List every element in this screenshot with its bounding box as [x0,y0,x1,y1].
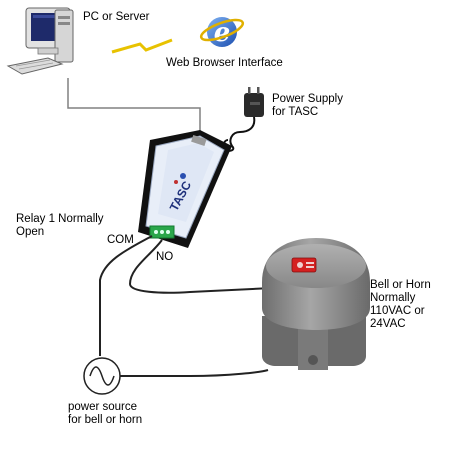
web-browser-icon: e [199,17,245,48]
tasc-device-icon: TASC [138,130,232,248]
power-source-label: power source for bell or horn [68,401,142,427]
power-source-label-line-1: power source [68,401,138,413]
power-supply-label: Power Supply for TASC [272,93,343,119]
power-supply-label-line-2: for TASC [272,106,319,118]
no-wire [128,239,273,294]
bell-label-line-4: 24VAC [370,318,406,330]
svg-text:e: e [214,18,231,48]
relay-label-line-2: Open [16,226,45,238]
web-link-zigzag [111,38,173,54]
com-wire [99,235,153,356]
bell-label-line-3: 110VAC or [370,305,425,317]
browser-label: Web Browser Interface [166,57,283,69]
no-label: NO [156,251,174,263]
bell-label-line-2: Normally [370,292,416,304]
relay-label-line-1: Relay 1 Normally [16,213,104,225]
ac-source-icon [83,357,121,395]
power-supply-label-line-1: Power Supply [272,93,343,105]
power-adapter-icon [222,87,264,152]
network-cable [67,78,201,140]
relay-label: Relay 1 Normally Open [16,213,104,239]
com-label: COM [107,234,134,246]
bell-label-line-1: Bell or Horn [370,279,431,291]
bell-icon [262,238,370,370]
power-source-label-line-2: for bell or horn [68,414,143,426]
bell-label: Bell or Horn Normally 110VAC or 24VAC [370,279,431,331]
source-to-bell-wire [120,369,269,377]
pc-label: PC or Server [83,11,150,23]
computer-icon [6,7,74,75]
adapter-cord [225,116,256,152]
